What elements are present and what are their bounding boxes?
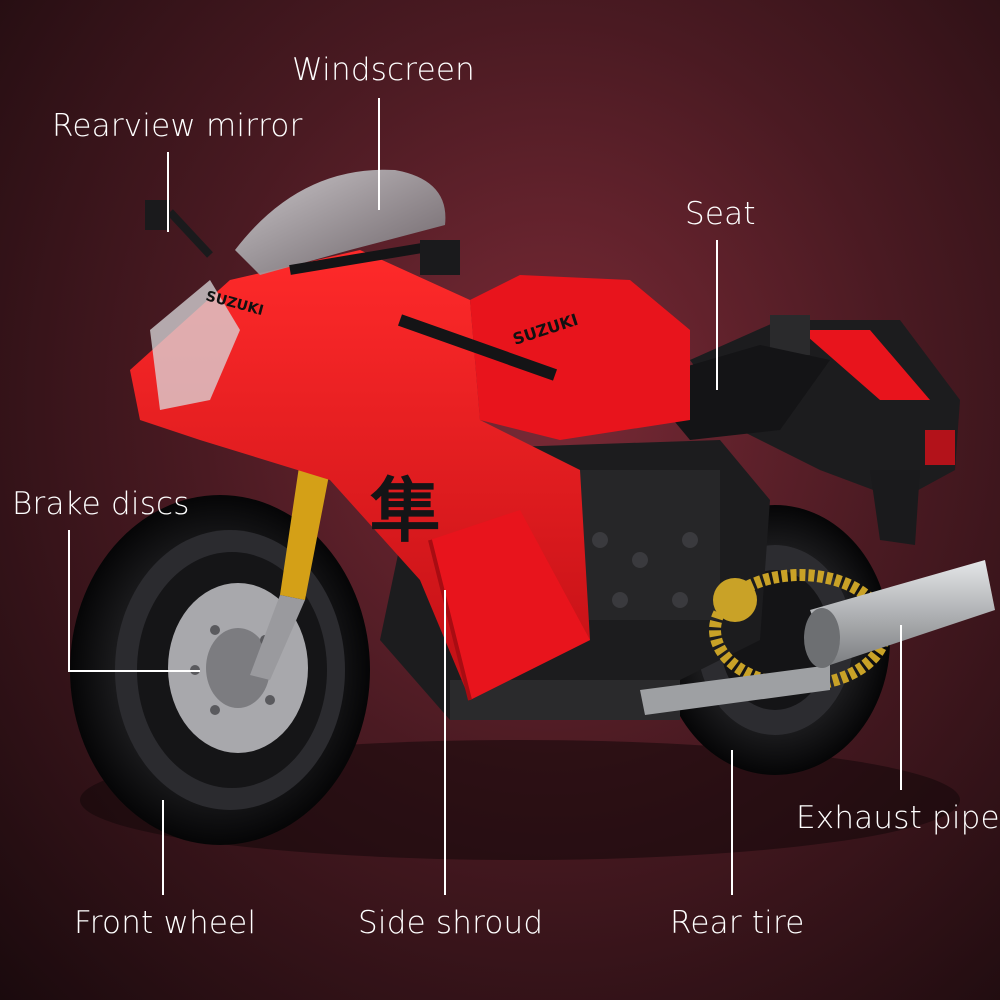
label-windscreen: Windscreen	[292, 52, 475, 88]
front-wheel-leader	[162, 800, 164, 895]
rear-tire-leader	[731, 750, 733, 895]
label-seat: Seat	[685, 196, 756, 232]
rearview-mirror-leader	[167, 152, 169, 232]
label-exhaust-pipe: Exhaust pipe	[796, 800, 1000, 836]
label-rear-tire: Rear tire	[670, 905, 805, 941]
side-glyph: 隼	[370, 470, 440, 552]
windscreen-leader	[378, 98, 380, 210]
brake-discs-leader-horizontal	[68, 670, 200, 672]
label-rearview-mirror: Rearview mirror	[52, 108, 303, 144]
fairing-shape	[130, 250, 590, 701]
mirror-shape	[145, 200, 213, 258]
label-brake-discs: Brake discs	[12, 486, 190, 522]
seat-leader	[716, 240, 718, 390]
label-side-shroud: Side shroud	[358, 905, 544, 941]
windscreen-shape	[235, 169, 446, 275]
label-front-wheel: Front wheel	[74, 905, 257, 941]
exhaust-pipe-leader	[900, 625, 902, 790]
handlebars	[289, 240, 558, 381]
brake-discs-leader-vertical	[68, 530, 70, 672]
front-fork	[250, 460, 330, 680]
exhaust-shape	[640, 560, 995, 715]
side-shroud-leader	[444, 590, 446, 895]
fuel-tank	[470, 275, 690, 440]
